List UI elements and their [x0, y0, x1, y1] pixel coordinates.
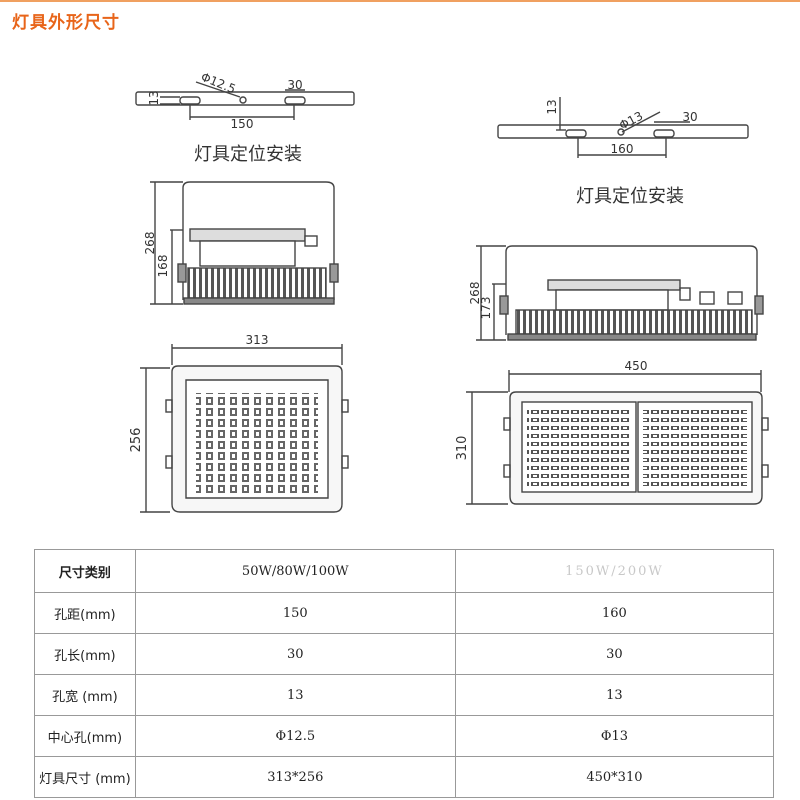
row-label: 孔宽 (mm): [34, 674, 136, 716]
row-value-2: 13: [454, 674, 775, 716]
right-hole-distance: 160: [611, 142, 634, 156]
row-value-1: Φ12.5: [134, 715, 456, 757]
right-center-hole: Φ13: [617, 109, 645, 133]
row-label: 孔长(mm): [34, 633, 136, 675]
right-front-view: [466, 370, 769, 505]
dimension-drawing: 13 Φ12.5 30 150 灯具定位安装 268 168 313: [129, 70, 769, 513]
left-bracket: [135, 81, 355, 120]
table-header-row: 尺寸类别 50W/80W/100W 150W/200W: [34, 549, 775, 593]
right-front-height: 310: [455, 436, 470, 461]
left-height-total: 268: [143, 232, 157, 255]
table-row: 灯具尺寸 (mm) 313*256 450*310: [34, 756, 775, 798]
right-bracket: [497, 97, 749, 158]
left-install-label: 灯具定位安装: [194, 144, 302, 165]
row-value-2: 160: [454, 592, 775, 634]
row-value-1: 150: [134, 592, 456, 634]
right-slot-width: 13: [545, 99, 559, 114]
row-value-1: 313*256: [134, 756, 456, 798]
left-slot-length: 30: [287, 78, 302, 92]
row-value-1: 30: [134, 633, 456, 675]
row-label: 中心孔(mm): [34, 715, 136, 757]
right-height-body: 173: [479, 297, 493, 320]
page-title: 灯具外形尺寸: [12, 13, 120, 33]
row-value-2: Φ13: [454, 715, 775, 757]
spec-table: 尺寸类别 50W/80W/100W 150W/200W 孔距(mm) 150 1…: [34, 549, 775, 798]
row-label: 孔距(mm): [34, 592, 136, 634]
header-label: 尺寸类别: [34, 549, 136, 593]
left-front-view: [140, 344, 349, 513]
left-front-width: 313: [246, 333, 269, 347]
row-label: 灯具尺寸 (mm): [34, 756, 136, 798]
left-height-body: 168: [156, 255, 170, 278]
row-value-2: 30: [454, 633, 775, 675]
row-value-1: 13: [134, 674, 456, 716]
table-row: 中心孔(mm) Φ12.5 Φ13: [34, 715, 775, 757]
left-hole-distance: 150: [231, 117, 254, 131]
right-height-total: 268: [468, 282, 482, 305]
header-col-2: 150W/200W: [454, 549, 775, 593]
right-install-label: 灯具定位安装: [576, 186, 684, 207]
right-front-width: 450: [625, 359, 648, 373]
row-value-2: 450*310: [454, 756, 775, 798]
right-side-view: [476, 245, 764, 341]
right-slot-length: 30: [682, 110, 697, 124]
table-row: 孔宽 (mm) 13 13: [34, 674, 775, 716]
left-side-view: [150, 181, 339, 305]
left-front-height: 256: [129, 428, 144, 453]
top-rule: [0, 0, 800, 2]
header-col-1: 50W/80W/100W: [134, 549, 456, 593]
left-slot-width: 13: [147, 90, 161, 105]
table-row: 孔长(mm) 30 30: [34, 633, 775, 675]
table-row: 孔距(mm) 150 160: [34, 592, 775, 634]
